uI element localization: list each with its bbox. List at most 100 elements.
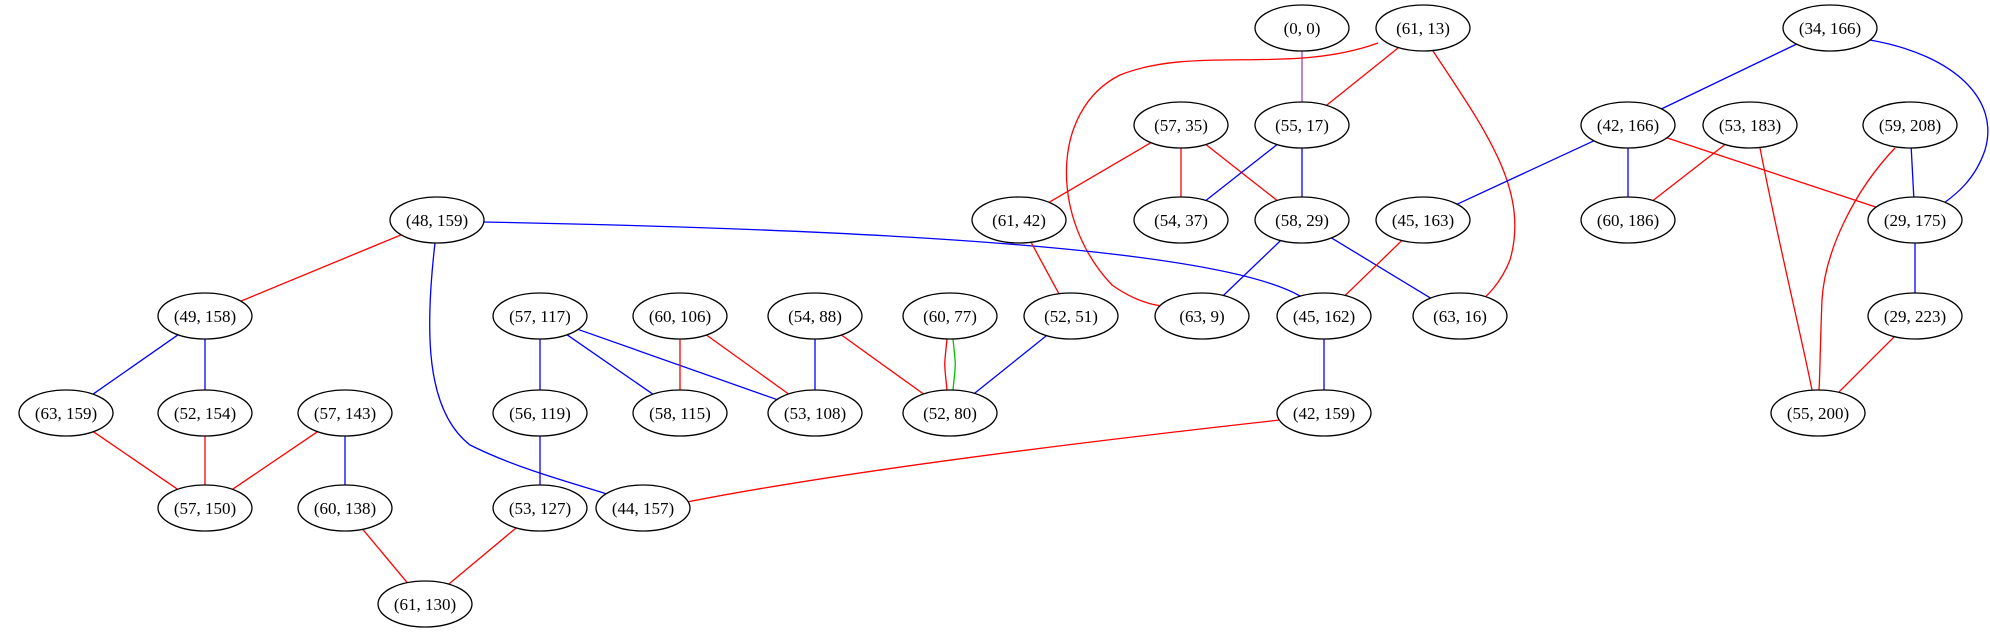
node-ellipse: [297, 484, 393, 532]
edge-52_51-to-52_80: [974, 335, 1047, 394]
node-label: (57, 150): [174, 499, 236, 518]
node-label: (53, 183): [1719, 116, 1781, 135]
edge-61_13-to-55_17: [1326, 47, 1399, 106]
edge-53_127-to-61_130: [448, 527, 517, 585]
node-ellipse: [767, 292, 863, 340]
node-label: (61, 42): [992, 211, 1046, 230]
node-label: (60, 138): [314, 499, 376, 518]
edge-42_166-to-45_163: [1456, 140, 1595, 205]
node-ellipse: [492, 484, 588, 532]
node-label: (63, 9): [1179, 307, 1224, 326]
node-ellipse: [1254, 101, 1350, 149]
node-label: (60, 77): [923, 307, 977, 326]
node-label: (45, 163): [1392, 211, 1454, 230]
node-label: (60, 186): [1597, 211, 1659, 230]
node-53-127: (53, 127): [492, 484, 588, 532]
node-54-88: (54, 88): [767, 292, 863, 340]
node-61-13: (61, 13): [1375, 4, 1471, 52]
node-57-143: (57, 143): [297, 389, 393, 437]
node-ellipse: [1412, 292, 1508, 340]
node-58-115: (58, 115): [632, 389, 728, 437]
node-52-51: (52, 51): [1023, 292, 1119, 340]
edge-59_208-to-29_175: [1910, 147, 1915, 198]
node-label: (34, 166): [1799, 19, 1861, 38]
edge-53_183-to-55_200: [1759, 147, 1813, 391]
node-label: (58, 115): [649, 404, 711, 423]
node-ellipse: [1023, 292, 1119, 340]
node-ellipse: [971, 196, 1067, 244]
node-label: (53, 127): [509, 499, 571, 518]
edge-60_77-to-52_80: [944, 338, 948, 391]
edge-54_88-to-52_80: [841, 334, 924, 395]
node-label: (55, 17): [1275, 116, 1329, 135]
node-49-158: (49, 158): [157, 292, 253, 340]
node-ellipse: [1276, 292, 1372, 340]
node-ellipse: [1867, 196, 1963, 244]
node-48-159: (48, 159): [389, 196, 485, 244]
node-56-119: (56, 119): [492, 389, 588, 437]
node-ellipse: [1580, 101, 1676, 149]
node-45-162: (45, 162): [1276, 292, 1372, 340]
edge-48_159-to-45_162: [482, 221, 1301, 297]
node-60-138: (60, 138): [297, 484, 393, 532]
node-59-208: (59, 208): [1862, 101, 1958, 149]
edge-61_13-to-63_9: [1065, 42, 1379, 307]
edge-29_223-to-55_200: [1838, 336, 1895, 393]
node-ellipse: [1254, 4, 1350, 52]
edge-57_35-to-61_42: [1048, 142, 1152, 203]
node-label: (44, 157): [612, 499, 674, 518]
node-ellipse: [1867, 292, 1963, 340]
edge-42_159-to-44_157: [686, 419, 1281, 503]
node-42-159: (42, 159): [1276, 389, 1372, 437]
edge-49_158-to-63_159: [92, 334, 179, 395]
node-label: (56, 119): [509, 404, 571, 423]
node-ellipse: [157, 389, 253, 437]
node-ellipse: [492, 389, 588, 437]
node-ellipse: [1133, 196, 1229, 244]
node-label: (55, 200): [1787, 404, 1849, 423]
node-54-37: (54, 37): [1133, 196, 1229, 244]
node-29-223: (29, 223): [1867, 292, 1963, 340]
node-61-130: (61, 130): [377, 580, 473, 628]
node-44-157: (44, 157): [595, 484, 691, 532]
edge-60_106-to-53_108: [706, 334, 789, 395]
edge-58_29-to-63_9: [1222, 240, 1282, 296]
node-55-200: (55, 200): [1770, 389, 1866, 437]
node-label: (45, 162): [1293, 307, 1355, 326]
node-label: (61, 13): [1396, 19, 1450, 38]
node-ellipse: [902, 292, 998, 340]
node-label: (58, 29): [1275, 211, 1329, 230]
node-57-150: (57, 150): [157, 484, 253, 532]
edge-59_208-to-55_200: [1818, 147, 1896, 391]
node-ellipse: [1276, 389, 1372, 437]
node-ellipse: [902, 389, 998, 437]
edge-42_166-to-29_175: [1666, 137, 1877, 208]
node-label: (48, 159): [406, 211, 468, 230]
node-ellipse: [157, 292, 253, 340]
node-label: (63, 16): [1433, 307, 1487, 326]
edge-45_163-to-45_162: [1344, 240, 1403, 296]
node-63-159: (63, 159): [18, 389, 114, 437]
edge-60_77-to-52_80: [952, 338, 956, 391]
node-ellipse: [1133, 101, 1229, 149]
node-label: (57, 35): [1154, 116, 1208, 135]
node-label: (53, 108): [784, 404, 846, 423]
node-ellipse: [632, 292, 728, 340]
node-label: (54, 37): [1154, 211, 1208, 230]
node-label: (29, 223): [1884, 307, 1946, 326]
node-ellipse: [1375, 196, 1471, 244]
node-60-106: (60, 106): [632, 292, 728, 340]
node-42-166: (42, 166): [1580, 101, 1676, 149]
node-ellipse: [1770, 389, 1866, 437]
node-label: (42, 159): [1293, 404, 1355, 423]
node-label: (59, 208): [1879, 116, 1941, 135]
node-ellipse: [632, 389, 728, 437]
edge-57_117-to-53_108: [577, 328, 778, 401]
node-label: (63, 159): [35, 404, 97, 423]
node-57-117: (57, 117): [492, 292, 588, 340]
node-ellipse: [1702, 101, 1798, 149]
node-ellipse: [767, 389, 863, 437]
node-label: (42, 166): [1597, 116, 1659, 135]
node-ellipse: [377, 580, 473, 628]
node-ellipse: [1782, 4, 1878, 52]
